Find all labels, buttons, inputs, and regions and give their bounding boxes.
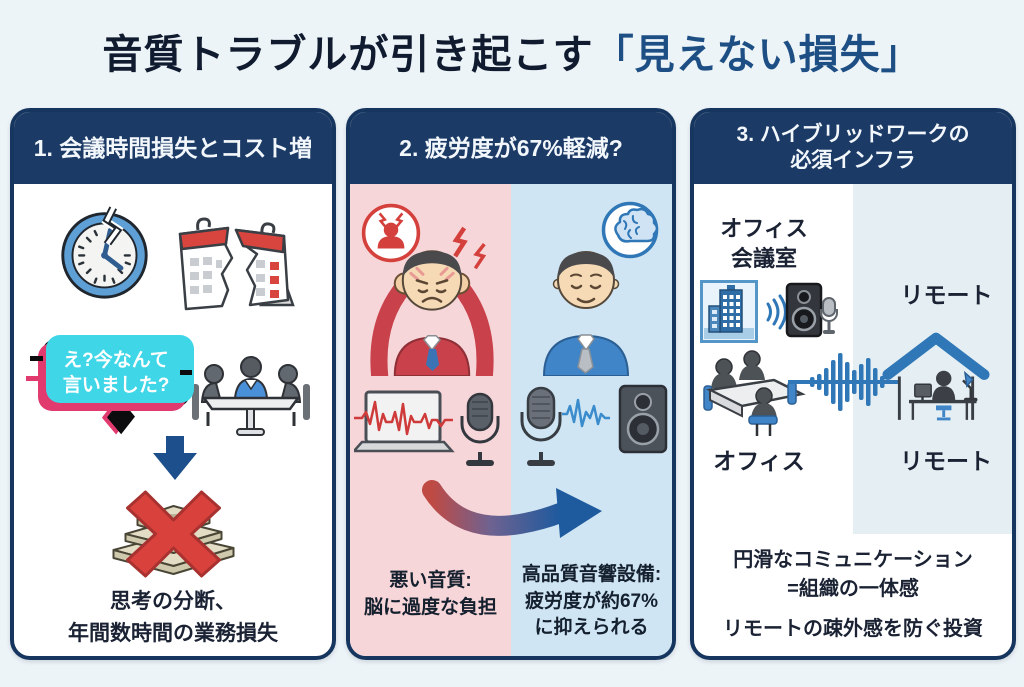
office-label-bottom: オフィス	[713, 448, 805, 474]
good-caption-line2: 疲労度が約67%	[524, 590, 659, 612]
down-arrow-icon	[153, 436, 197, 480]
office-room-label: オフィス 会議室	[704, 214, 824, 273]
page-title: 音質トラブルが引き起こす「見えない損失」	[0, 22, 1024, 80]
glitch-dash	[176, 348, 190, 353]
panel1-header-text: 1. 会議時間損失とコスト増	[33, 134, 313, 161]
money-crossed-icon	[112, 490, 235, 578]
panel-hybrid-infra: 3. ハイブリッドワークの 必須インフラ オフィス 会議室 リモート	[690, 108, 1016, 660]
panel1-caption-line1: 思考の分断、	[110, 590, 236, 613]
office-room-line2: 会議室	[730, 245, 797, 271]
bad-audio-caption: 悪い音質: 脳に過度な負担	[350, 568, 511, 621]
good-caption-line3: に抑えられる	[534, 617, 649, 639]
broken-clock-icon	[61, 206, 148, 299]
calm-person-icon	[542, 251, 630, 376]
glitch-dash	[180, 370, 192, 375]
torn-calendar-icon	[178, 217, 295, 311]
panel3-header-line1: 3. ハイブリッドワークの	[736, 122, 970, 146]
panel-fatigue: 2. 疲労度が67%軽減?	[346, 108, 676, 660]
page-title-main: 音質トラブルが引き起こす	[102, 33, 594, 77]
stressed-person-icon	[370, 226, 494, 376]
laptop-bad-audio-icon	[354, 390, 500, 466]
good-audio-caption: 高品質音響設備: 疲労度が約67% に抑えられる	[511, 562, 672, 642]
panel1-header: 1. 会議時間損失とコスト増	[14, 112, 332, 184]
page-title-highlight: 「見えない損失」	[593, 33, 922, 77]
remote-label-bottom: リモート	[900, 448, 992, 474]
panel3-header: 3. ハイブリッドワークの 必須インフラ	[694, 112, 1012, 184]
panel1-caption-line2: 年間数時間の業務損失	[68, 621, 278, 645]
remote-background	[853, 184, 1012, 534]
unity-line1: 円滑なコミュニケーション	[733, 549, 973, 571]
unity-line2: =組織の一体感	[787, 578, 919, 600]
glitch-dash	[26, 376, 42, 381]
panel3-body: オフィス 会議室 リモート	[694, 184, 1012, 656]
meeting-table-icon	[192, 356, 310, 436]
good-audio-speaker-icon	[520, 384, 668, 466]
glitch-speech-bubble: え?今なんて 言いました?	[42, 339, 190, 408]
office-building-icon	[700, 280, 758, 343]
office-room-line1: オフィス	[720, 216, 808, 241]
speaker-mic-icon	[766, 282, 838, 338]
bad-caption-line1: 悪い音質:	[389, 570, 472, 591]
bubble-line1: え?今なんて	[63, 350, 169, 371]
audio-waveform-icon	[788, 353, 900, 411]
remote-label-top: リモート	[900, 282, 993, 308]
mic-icon	[466, 392, 494, 432]
remote-house-icon	[882, 332, 990, 421]
investment-caption: リモートの疎外感を防ぐ投資	[723, 618, 983, 640]
bubble-line2: 言いました?	[62, 375, 170, 397]
bad-caption-line2: 脳に過度な負担	[363, 596, 497, 618]
conference-table-icon	[703, 350, 806, 436]
mic-icon	[526, 386, 556, 430]
red-to-blue-arrow-icon	[422, 480, 602, 538]
panel3-header-line2: 必須インフラ	[790, 149, 916, 172]
panel2-header: 2. 疲労度が67%軽減?	[350, 112, 672, 184]
glitch-dash	[30, 356, 43, 361]
good-caption-line1: 高品質音響設備:	[521, 564, 662, 585]
stress-badge-icon	[361, 203, 421, 263]
panel2-header-text: 2. 疲労度が67%軽減?	[399, 134, 623, 161]
panel2-body: 悪い音質: 脳に過度な負担 高品質音響設備: 疲労度が約67% に抑えられる	[350, 184, 672, 656]
unity-caption: 円滑なコミュニケーション =組織の一体感	[694, 546, 1012, 604]
panel1-caption: 思考の分断、 年間数時間の業務損失	[14, 586, 332, 649]
brain-badge-icon	[601, 201, 659, 259]
panel-meeting-cost: 1. 会議時間損失とコスト増	[10, 108, 336, 660]
panel1-body: え?今なんて 言いました?	[14, 184, 332, 656]
